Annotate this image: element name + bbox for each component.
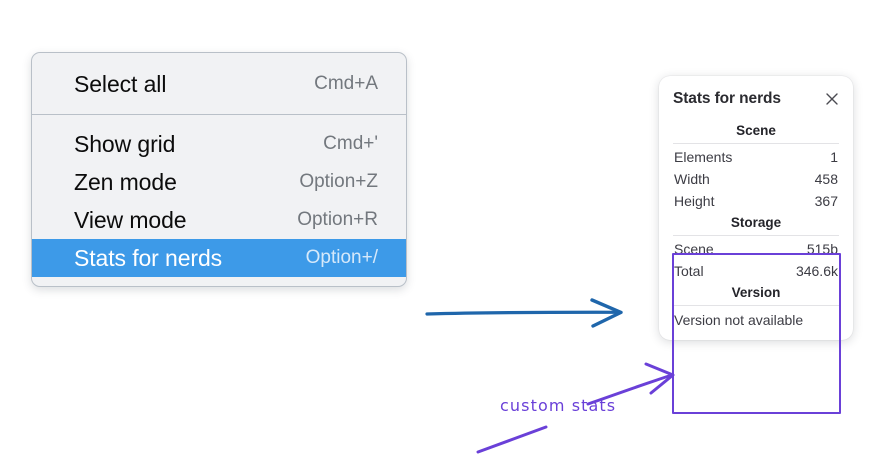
custom-stats-note: custom stats (500, 396, 617, 415)
purple-underline-stroke (476, 425, 548, 454)
menu-item-label: Stats for nerds (74, 244, 223, 271)
stat-key: Width (674, 171, 710, 187)
stat-key: Scene (674, 241, 714, 257)
menu-item-stats-for-nerds[interactable]: Stats for nerds Option+/ (32, 239, 406, 277)
section-rule (673, 143, 839, 144)
blue-arrow-icon (425, 298, 623, 328)
menu-item-shortcut: Option+R (297, 209, 378, 230)
stat-key: Total (674, 263, 704, 279)
section-heading-version: Version (731, 285, 781, 300)
stats-panel-header: Stats for nerds (670, 90, 842, 108)
section-rule (673, 305, 839, 306)
section-heading-scene: Scene (736, 123, 776, 138)
section-rule (673, 235, 839, 236)
stats-panel-title: Stats for nerds (673, 90, 781, 107)
menu-separator (32, 114, 406, 115)
stats-for-nerds-panel: Stats for nerds Scene Elements 1 Width 4… (659, 76, 853, 340)
menu-item-shortcut: Cmd+' (323, 133, 378, 154)
menu-group-1: Select all Cmd+A (32, 53, 406, 114)
stat-value: 458 (814, 171, 838, 187)
version-value: Version not available (674, 312, 804, 328)
stat-value: 1 (830, 149, 838, 165)
menu-item-show-grid[interactable]: Show grid Cmd+' (32, 125, 406, 163)
menu-group-2: Show grid Cmd+' Zen mode Option+Z View m… (32, 115, 406, 286)
menu-item-shortcut: Cmd+A (314, 73, 378, 94)
menu-item-select-all[interactable]: Select all Cmd+A (32, 65, 406, 103)
context-menu[interactable]: Select all Cmd+A Show grid Cmd+' Zen mod… (31, 52, 407, 287)
menu-item-label: View mode (74, 206, 187, 233)
stat-value: 515b (806, 241, 838, 257)
stat-row-total-storage: Total 346.6k (670, 260, 842, 282)
menu-item-label: Zen mode (74, 168, 177, 195)
menu-item-label: Show grid (74, 130, 176, 157)
menu-item-label: Select all (74, 70, 167, 97)
stat-key: Height (674, 193, 715, 209)
section-heading-storage: Storage (730, 215, 782, 230)
stat-value: 346.6k (795, 263, 838, 279)
menu-item-view-mode[interactable]: View mode Option+R (32, 201, 406, 239)
stat-key: Elements (674, 149, 733, 165)
stat-row-elements: Elements 1 (670, 146, 842, 168)
stat-value: 367 (814, 193, 838, 209)
menu-item-zen-mode[interactable]: Zen mode Option+Z (32, 163, 406, 201)
menu-item-shortcut: Option+/ (305, 247, 378, 268)
menu-item-shortcut: Option+Z (299, 171, 378, 192)
stat-row-height: Height 367 (670, 190, 842, 212)
stat-row-width: Width 458 (670, 168, 842, 190)
close-icon[interactable] (824, 91, 840, 107)
stat-row-scene-storage: Scene 515b (670, 238, 842, 260)
